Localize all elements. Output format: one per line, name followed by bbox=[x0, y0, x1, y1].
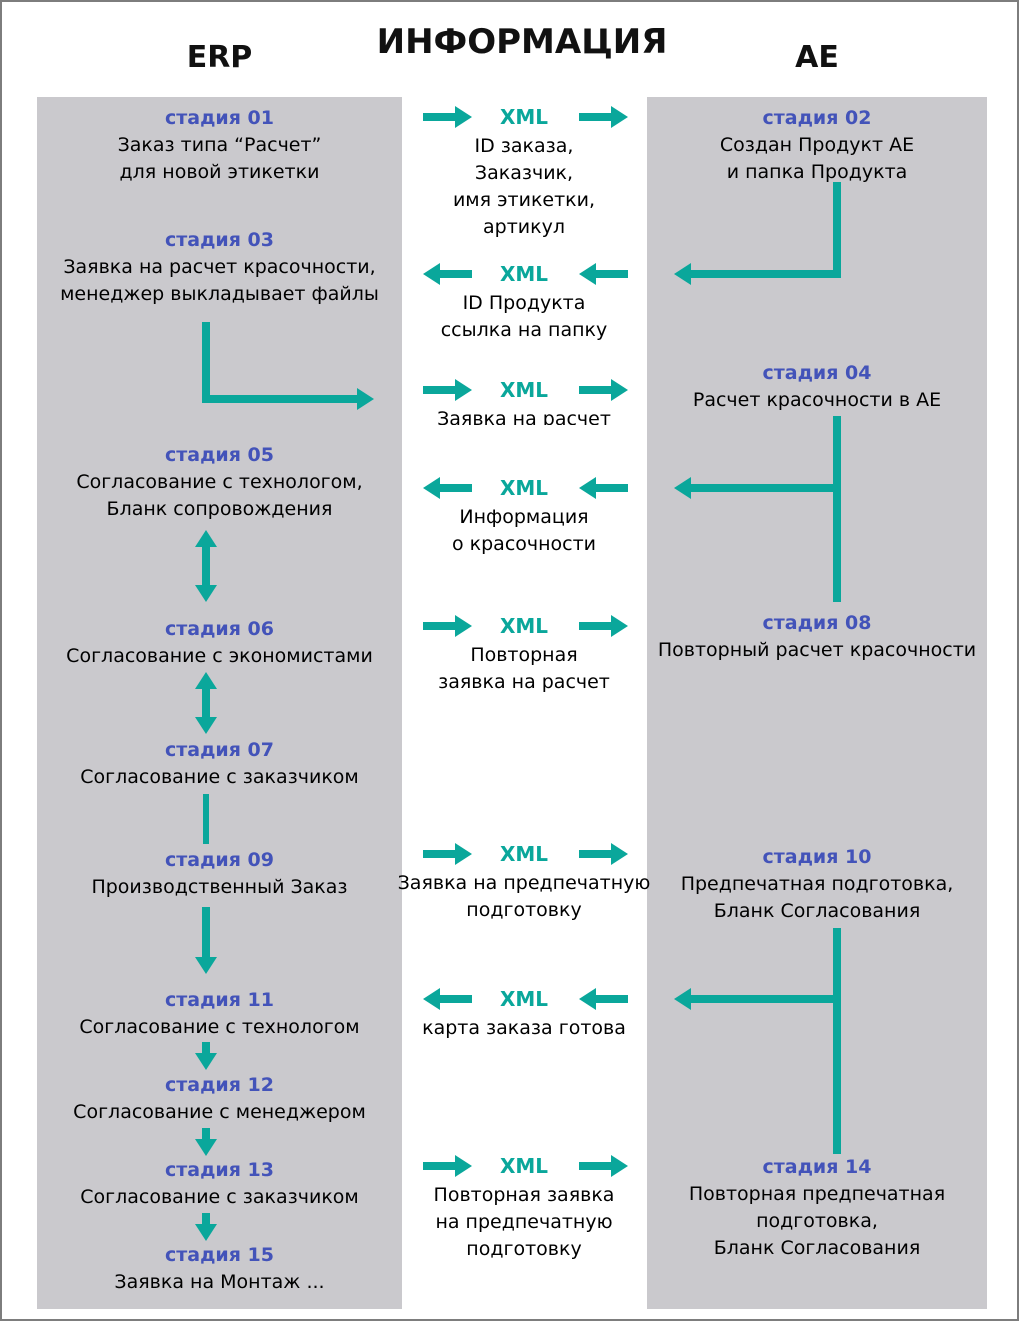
xml-label-6: XML bbox=[499, 842, 549, 866]
stage-text: Согласование с технологом, Бланк сопрово… bbox=[76, 471, 363, 520]
erp-stage-01: стадия 01 Заказ типа “Расчет” для новой … bbox=[37, 105, 402, 186]
stage-text: Производственный Заказ bbox=[91, 876, 348, 898]
stage-label: стадия 07 bbox=[164, 739, 274, 761]
xml-label-1: XML bbox=[499, 105, 549, 129]
xml-text-2: ID Продукта ссылка на папку bbox=[440, 292, 608, 341]
xml-label-4: XML bbox=[499, 476, 549, 500]
erp-stage-06: стадия 06 Согласование с экономистами bbox=[37, 616, 402, 670]
erp-column-title: ERP bbox=[186, 40, 253, 75]
ae-panel bbox=[647, 97, 987, 1309]
stage-label: стадия 11 bbox=[164, 989, 274, 1011]
ae-stage-02: стадия 02 Создан Продукт АЕ и папка Прод… bbox=[647, 105, 987, 186]
stage-text: Повторная предпечатная подготовка, Бланк… bbox=[688, 1183, 946, 1259]
ae-stage-10: стадия 10 Предпечатная подготовка, Бланк… bbox=[647, 844, 987, 925]
stage-text: Заявка на расчет красочности, менеджер в… bbox=[60, 256, 379, 305]
stage-text: Предпечатная подготовка, Бланк Согласова… bbox=[680, 873, 954, 922]
stage-text: Согласование с экономистами bbox=[66, 645, 373, 667]
stage-text: Заявка на Монтаж ... bbox=[114, 1271, 325, 1293]
stage-text: Согласование с заказчиком bbox=[80, 1186, 359, 1208]
erp-stage-11: стадия 11 Согласование с технологом bbox=[37, 987, 402, 1041]
xml-label-3: XML bbox=[499, 378, 549, 402]
erp-stage-07: стадия 07 Согласование с заказчиком bbox=[37, 737, 402, 791]
ae-stage-14: стадия 14 Повторная предпечатная подгото… bbox=[647, 1154, 987, 1262]
stage-label: стадия 03 bbox=[164, 229, 274, 251]
stage-label: стадия 04 bbox=[762, 362, 872, 384]
xml-text-7: карта заказа готова bbox=[422, 1017, 626, 1039]
xml-text-1: ID заказа, Заказчик, имя этикетки, артик… bbox=[452, 135, 596, 238]
stage-text: Согласование с технологом bbox=[79, 1016, 360, 1038]
stage-label: стадия 09 bbox=[164, 849, 274, 871]
ae-column-title: AE bbox=[795, 40, 839, 75]
stage-label: стадия 12 bbox=[164, 1074, 274, 1096]
stage-text: Расчет красочности в АЕ bbox=[692, 389, 942, 411]
stage-text: Заказ типа “Расчет” для новой этикетки bbox=[117, 134, 322, 183]
stage-label: стадия 10 bbox=[762, 846, 872, 868]
stage-label: стадия 13 bbox=[164, 1159, 274, 1181]
stage-label: стадия 01 bbox=[164, 107, 274, 129]
stage-text: Согласование с менеджером bbox=[73, 1101, 366, 1123]
erp-stage-09: стадия 09 Производственный Заказ bbox=[37, 847, 402, 901]
xml-label-8: XML bbox=[499, 1154, 549, 1178]
xml-text-3: Заявка на расчет bbox=[437, 408, 611, 425]
erp-stage-05: стадия 05 Согласование с технологом, Бла… bbox=[37, 442, 402, 523]
xml-text-4: Информация о красочности bbox=[451, 506, 597, 555]
erp-stage-03: стадия 03 Заявка на расчет красочности, … bbox=[37, 227, 402, 308]
erp-stage-12: стадия 12 Согласование с менеджером bbox=[37, 1072, 402, 1126]
erp-stage-15: стадия 15 Заявка на Монтаж ... bbox=[37, 1242, 402, 1296]
stage-label: стадия 14 bbox=[762, 1156, 872, 1178]
stage-label: стадия 08 bbox=[762, 612, 872, 634]
stage-text: Согласование с заказчиком bbox=[80, 766, 359, 788]
information-title: ИНФОРМАЦИЯ bbox=[376, 22, 668, 62]
xml-text-6: Заявка на предпечатную подготовку bbox=[397, 872, 651, 921]
xml-label-7: XML bbox=[499, 987, 549, 1011]
xml-text-5: Повторная заявка на расчет bbox=[438, 644, 610, 693]
ae-stage-08: стадия 08 Повторный расчет красочности bbox=[647, 610, 987, 664]
ae-stage-04: стадия 04 Расчет красочности в АЕ bbox=[647, 360, 987, 414]
stage-text: Создан Продукт АЕ и папка Продукта bbox=[719, 134, 915, 183]
xml-label-5: XML bbox=[499, 614, 549, 638]
stage-label: стадия 06 bbox=[164, 618, 274, 640]
stage-label: стадия 05 bbox=[164, 444, 274, 466]
erp-panel bbox=[37, 97, 402, 1309]
erp-stage-13: стадия 13 Согласование с заказчиком bbox=[37, 1157, 402, 1211]
stage-label: стадия 02 bbox=[762, 107, 872, 129]
stage-label: стадия 15 bbox=[164, 1244, 274, 1266]
xml-text-8: Повторная заявка на предпечатную подгото… bbox=[433, 1184, 615, 1260]
stage-text: Повторный расчет красочности bbox=[657, 639, 977, 661]
xml-label-2: XML bbox=[499, 262, 549, 286]
